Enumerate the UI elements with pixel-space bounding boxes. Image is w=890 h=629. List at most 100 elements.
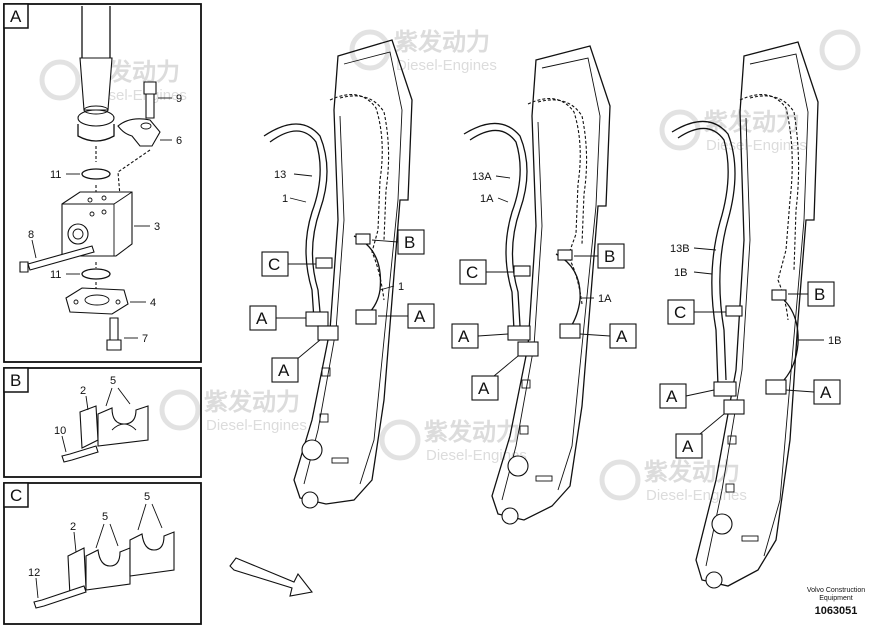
ref-box-b-label: B (404, 233, 415, 252)
arm-pivot (507, 455, 529, 477)
watermark-layer: 紫发动力 Diesel-Engines 紫发动力 Diesel-Engines … (39, 28, 861, 504)
flange-4-hole (73, 299, 79, 305)
clamp-half-5-bore (111, 423, 137, 431)
coupling-a (317, 325, 339, 341)
leader-8 (31, 239, 37, 259)
arm-slot (321, 367, 331, 377)
callout-6: 6 (176, 135, 182, 147)
leader-13b (693, 247, 717, 251)
detail-b-frame (3, 367, 202, 478)
bolt-8-shank (27, 245, 95, 271)
coupling-a (507, 325, 531, 341)
ref-box-a-label: A (666, 387, 678, 406)
clamp-6 (117, 118, 161, 147)
ref-box-a-label: A (478, 379, 490, 398)
ref-box-a (471, 375, 499, 401)
screw-7-head (106, 339, 122, 351)
flange-4 (65, 287, 129, 315)
leader-5 (105, 387, 131, 407)
detail-a-frame (3, 3, 202, 363)
callout-1: 1 (282, 193, 288, 205)
detail-b-panel: B 2 5 10 (3, 367, 202, 478)
ref-box-a-label: A (616, 327, 628, 346)
detail-c-title: C (10, 486, 22, 505)
coupling-a (713, 381, 737, 397)
callout-5: 5 (102, 511, 108, 523)
hose-fitting (79, 57, 113, 111)
flange-4-hole (115, 299, 121, 305)
ref-box-c-label: C (466, 263, 478, 282)
coupling-a (765, 379, 787, 395)
clamp-half-5 (129, 531, 175, 577)
watermark-brand-en: Diesel-Engines (396, 57, 497, 74)
hose-13a (463, 122, 528, 327)
watermark-brand-cn: 紫发动力 (704, 108, 800, 136)
company-line-2: Equipment (819, 595, 853, 602)
watermark-brand-en: Diesel-Engines (426, 447, 527, 464)
leader-box-a (785, 389, 815, 393)
detail-a-panel: A 9 6 11 3 (3, 3, 202, 363)
watermark-logo: 紫发动力 Diesel-Engines (379, 418, 527, 464)
clamp-half-5 (97, 405, 149, 447)
clamp-6-hole (140, 122, 152, 130)
ref-box-a-label: A (820, 383, 832, 402)
callout-8: 8 (28, 229, 34, 241)
hidden-hose (527, 98, 583, 305)
arm-pivot (705, 571, 723, 589)
callout-11-bottom: 11 (50, 269, 61, 281)
detail-c-frame (3, 482, 202, 625)
arm-pivot (501, 507, 519, 525)
leader-box-a (579, 333, 611, 337)
arm-pivot (301, 491, 319, 509)
arm-view-1: 13 1 1 B C A A A (249, 39, 435, 509)
screw-9-head (143, 81, 157, 95)
clamp-b (355, 233, 371, 245)
hose-1 (269, 130, 321, 321)
leader-13 (293, 173, 313, 177)
ref-box-a-label: A (256, 309, 268, 328)
leader-box-a (295, 339, 321, 361)
watermark-logo: 紫发动力 Diesel-Engines (599, 458, 747, 504)
coupling-a (517, 341, 539, 357)
arm-slot (521, 379, 531, 389)
clamp-c (513, 265, 531, 277)
ref-box-c-label: C (674, 303, 686, 322)
hose-1-right (353, 235, 382, 315)
valve-block-3 (61, 191, 133, 257)
callout-1a: 1A (480, 193, 494, 205)
hose-1b (677, 127, 729, 387)
arm-slot (331, 457, 349, 464)
watermark-brand-en: Diesel-Engines (646, 487, 747, 504)
callout-5: 5 (110, 375, 116, 387)
callout-13a: 13A (472, 171, 492, 183)
watermark-logo (819, 29, 861, 71)
callout-9: 9 (176, 93, 182, 105)
screw-7-shank (109, 317, 119, 341)
coupling-a (559, 323, 581, 339)
detail-b-title: B (10, 371, 21, 390)
ref-box-b-label: B (814, 285, 825, 304)
arm-view-2: 13A 1A 1A B C A A A (451, 45, 637, 525)
watermark-logo: 紫发动力 Diesel-Engines (349, 28, 497, 74)
leader-1b (693, 271, 713, 275)
hose-flange-ring (83, 105, 109, 115)
ref-box-a-label: A (682, 437, 694, 456)
watermark-brand-en: Diesel-Engines (86, 87, 187, 104)
callout-1b: 1B (674, 267, 687, 279)
detail-c-panel: C 2 5 5 12 (3, 482, 202, 625)
ref-box-b (597, 243, 625, 269)
callout-13b: 13B (670, 243, 690, 255)
leader-box-b (371, 239, 399, 243)
leader-5 (95, 523, 119, 549)
callout-5: 5 (144, 491, 150, 503)
callout-2: 2 (70, 521, 76, 533)
ref-box-a (609, 323, 637, 349)
leader-1 (289, 197, 307, 203)
detail-b-title-box (3, 367, 29, 393)
watermark-brand-cn: 紫发动力 (204, 388, 300, 416)
ref-box-a (675, 433, 703, 459)
leader-box-a (699, 413, 725, 435)
leader-5 (137, 503, 163, 531)
leader-box-a (493, 355, 519, 377)
valve-block-hole (89, 211, 95, 217)
